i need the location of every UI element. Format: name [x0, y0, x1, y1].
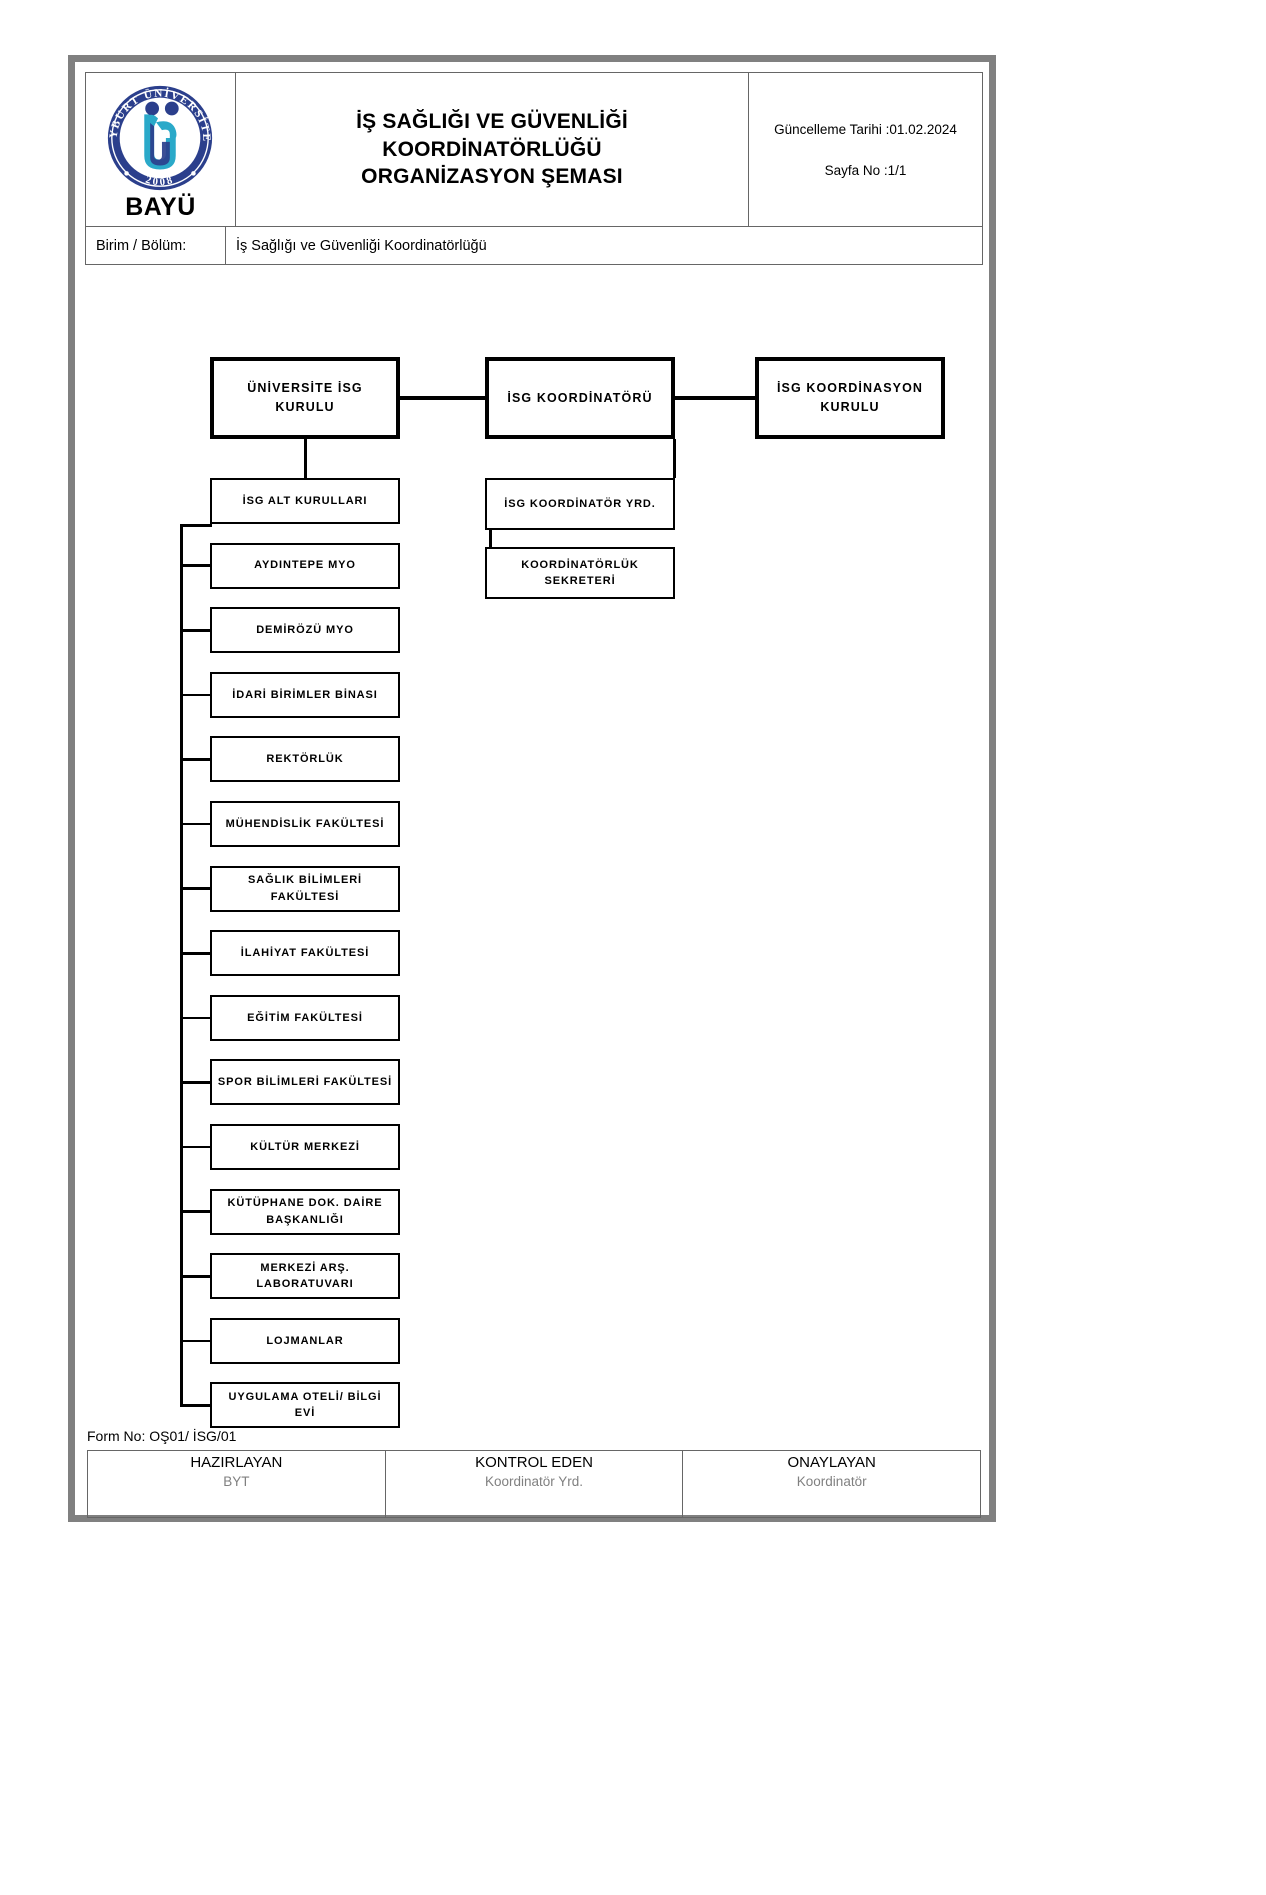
node-label: SAĞLIK BİLİMLERİ FAKÜLTESİ: [247, 874, 362, 903]
connector-stub-merkezi-ars-laboratuvari: [180, 1275, 210, 1278]
connector-spine-head: [180, 524, 212, 527]
node-label: İDARİ BİRİMLER BİNASI: [232, 688, 378, 701]
signature-name: Koordinatör Yrd.: [484, 1474, 584, 1489]
node-label: İSG KOORDİNASYON KURULU: [776, 381, 924, 414]
page-title-line-1: İŞ SAĞLIĞI VE GÜVENLİĞİ: [356, 109, 628, 133]
document-sheet: BAYBURT ÜNİVERSİTESİ 2008: [75, 62, 989, 1518]
page-title-line-3: ORGANİZASYON ŞEMASI: [361, 165, 623, 189]
org-node-isg-koordinasyon-kurulu: İSG KOORDİNASYON KURULU: [755, 357, 945, 439]
connector-stub-ilahiyat-fakultesi: [180, 952, 210, 955]
node-label: KÜTÜPHANE DOK. DAİRE BAŞKANLIĞI: [227, 1197, 383, 1226]
signature-cell-onaylayan: ONAYLAYAN Koordinatör: [683, 1451, 980, 1517]
logo-abbreviation: BAYÜ: [125, 193, 196, 221]
connector-stub-rektorluk: [180, 758, 210, 761]
unit-row: Birim / Bölüm: İş Sağlığı ve Güvenliği K…: [85, 227, 983, 265]
unit-value: İş Sağlığı ve Güvenliği Koordinatörlüğü: [236, 237, 487, 254]
header-logo-cell: BAYBURT ÜNİVERSİTESİ 2008: [86, 70, 236, 226]
signature-role: ONAYLAYAN: [787, 1454, 876, 1471]
org-node-rektorluk: REKTÖRLÜK: [210, 736, 400, 783]
connector-top-1-2: [400, 396, 485, 400]
page-title: İŞ SAĞLIĞI VE GÜVENLİĞİ KOORDİNATÖRLÜĞÜ …: [356, 108, 628, 191]
connector-stub-egitim-fakultesi: [180, 1016, 210, 1020]
signature-role: HAZIRLAYAN: [190, 1454, 283, 1471]
node-label: İSG ALT KURULLARI: [242, 494, 368, 507]
connector-left-spine: [180, 524, 183, 1406]
org-node-idari-birimler-binasi: İDARİ BİRİMLER BİNASI: [210, 671, 400, 718]
signature-cell-kontrol-eden: KONTROL EDEN Koordinatör Yrd.: [386, 1451, 684, 1517]
org-node-merkezi-ars-laboratuvari: MERKEZİ ARŞ. LABORATUVARI: [210, 1253, 400, 1300]
org-node-isg-koordinatoru: İSG KOORDİNATÖRÜ: [485, 357, 675, 439]
university-logo-icon: BAYBURT ÜNİVERSİTESİ 2008: [96, 70, 222, 197]
connector-koordinator-to-yrd: [673, 439, 676, 478]
connector-top-2-3: [675, 396, 755, 400]
svg-text:2008: 2008: [143, 174, 175, 189]
node-label: ÜNİVERSİTE İSG KURULU: [247, 381, 363, 414]
node-label: MÜHENDİSLİK FAKÜLTESİ: [225, 817, 385, 830]
org-node-spor-bilimleri-fakultesi: SPOR BİLİMLERİ FAKÜLTESİ: [210, 1059, 400, 1106]
connector-stub-demirozu-myo: [180, 629, 210, 632]
node-label: KÜLTÜR MERKEZİ: [250, 1140, 360, 1153]
node-label: İLAHİYAT FAKÜLTESİ: [240, 946, 370, 959]
node-label: MERKEZİ ARŞ. LABORATUVARI: [256, 1261, 354, 1291]
signature-name: BYT: [223, 1474, 250, 1489]
node-label: EĞİTİM FAKÜLTESİ: [247, 1011, 363, 1024]
document-page: BAYBURT ÜNİVERSİTESİ 2008: [68, 55, 996, 1522]
header-title-cell: İŞ SAĞLIĞI VE GÜVENLİĞİ KOORDİNATÖRLÜĞÜ …: [236, 73, 749, 226]
node-label: AYDINTEPE MYO: [254, 559, 356, 572]
org-node-lojmanlar: LOJMANLAR: [210, 1317, 400, 1364]
connector-stub-lojmanlar: [180, 1339, 210, 1343]
node-label: DEMİRÖZÜ MYO: [256, 623, 354, 636]
node-label: LOJMANLAR: [266, 1334, 344, 1347]
org-node-saglik-bilimleri-fakultesi: SAĞLIK BİLİMLERİ FAKÜLTESİ: [210, 865, 400, 912]
connector-stub-spor-bilimleri-fakultesi: [180, 1081, 210, 1084]
node-label: SPOR BİLİMLERİ FAKÜLTESİ: [217, 1076, 393, 1089]
connector-stub-aydintepe-myo: [180, 564, 210, 567]
connector-stub-kutuphane-dok-daire-baskanligi: [180, 1210, 210, 1213]
connector-stub-idari-birimler-binasi: [180, 693, 210, 697]
signature-role: KONTROL EDEN: [475, 1454, 593, 1471]
signature-name: Koordinatör: [796, 1474, 867, 1489]
org-node-demirozu-myo: DEMİRÖZÜ MYO: [210, 607, 400, 654]
org-node-universite-isg-kurulu: ÜNİVERSİTE İSG KURULU: [210, 357, 400, 439]
org-node-egitim-fakultesi: EĞİTİM FAKÜLTESİ: [210, 994, 400, 1041]
connector-stub-uygulama-oteli-bilgi-evi: [180, 1404, 210, 1407]
node-label: KOORDİNATÖRLÜK SEKRETERİ: [521, 558, 639, 588]
connector-stub-muhendislik-fakultesi: [180, 822, 210, 826]
org-node-koordinatorluk-sekreteri: KOORDİNATÖRLÜK SEKRETERİ: [485, 547, 675, 599]
org-node-kultur-merkezi: KÜLTÜR MERKEZİ: [210, 1124, 400, 1170]
connector-stub-kultur-merkezi: [180, 1145, 210, 1149]
header-meta-cell: Güncelleme Tarihi :01.02.2024 Sayfa No :…: [749, 73, 982, 226]
connector-stub-saglik-bilimleri-fakultesi: [180, 887, 210, 890]
org-node-aydintepe-myo: AYDINTEPE MYO: [210, 542, 400, 589]
page-number: Sayfa No :1/1: [824, 162, 907, 178]
connector-yrd-to-sekreter: [489, 530, 492, 547]
document-header: BAYBURT ÜNİVERSİTESİ 2008: [85, 70, 983, 227]
node-label: İSG KOORDİNATÖRÜ: [507, 390, 653, 405]
node-label: UYGULAMA OTELİ/ BİLGİ EVİ: [228, 1390, 382, 1420]
signature-cell-hazirlayan: HAZIRLAYAN BYT: [88, 1451, 386, 1517]
node-label: REKTÖRLÜK: [266, 753, 344, 766]
signature-table: HAZIRLAYAN BYT KONTROL EDEN Koordinatör …: [87, 1450, 981, 1518]
org-node-kutuphane-dok-daire-baskanligi: KÜTÜPHANE DOK. DAİRE BAŞKANLIĞI: [210, 1188, 400, 1235]
org-chart: ÜNİVERSİTE İSG KURULU İSG KOORDİNATÖRÜ İSG…: [75, 267, 989, 1429]
page-title-line-2: KOORDİNATÖRLÜĞÜ: [382, 137, 602, 161]
org-node-isg-alt-kurullari: İSG ALT KURULLARI: [210, 478, 400, 524]
org-node-isg-koordinator-yrd: İSG KOORDİNATÖR YRD.: [485, 478, 675, 530]
org-node-uygulama-oteli-bilgi-evi: UYGULAMA OTELİ/ BİLGİ EVİ: [210, 1382, 400, 1429]
org-node-ilahiyat-fakultesi: İLAHİYAT FAKÜLTESİ: [210, 930, 400, 977]
unit-label: Birim / Bölüm:: [86, 227, 226, 264]
form-number: Form No: OŞ01/ İSG/01: [87, 1428, 237, 1444]
node-label: İSG KOORDİNATÖR YRD.: [504, 497, 656, 510]
connector-kurulu-to-alt-kurullari: [303, 439, 307, 478]
update-date: Güncelleme Tarihi :01.02.2024: [774, 121, 957, 137]
org-node-muhendislik-fakultesi: MÜHENDİSLİK FAKÜLTESİ: [210, 801, 400, 847]
